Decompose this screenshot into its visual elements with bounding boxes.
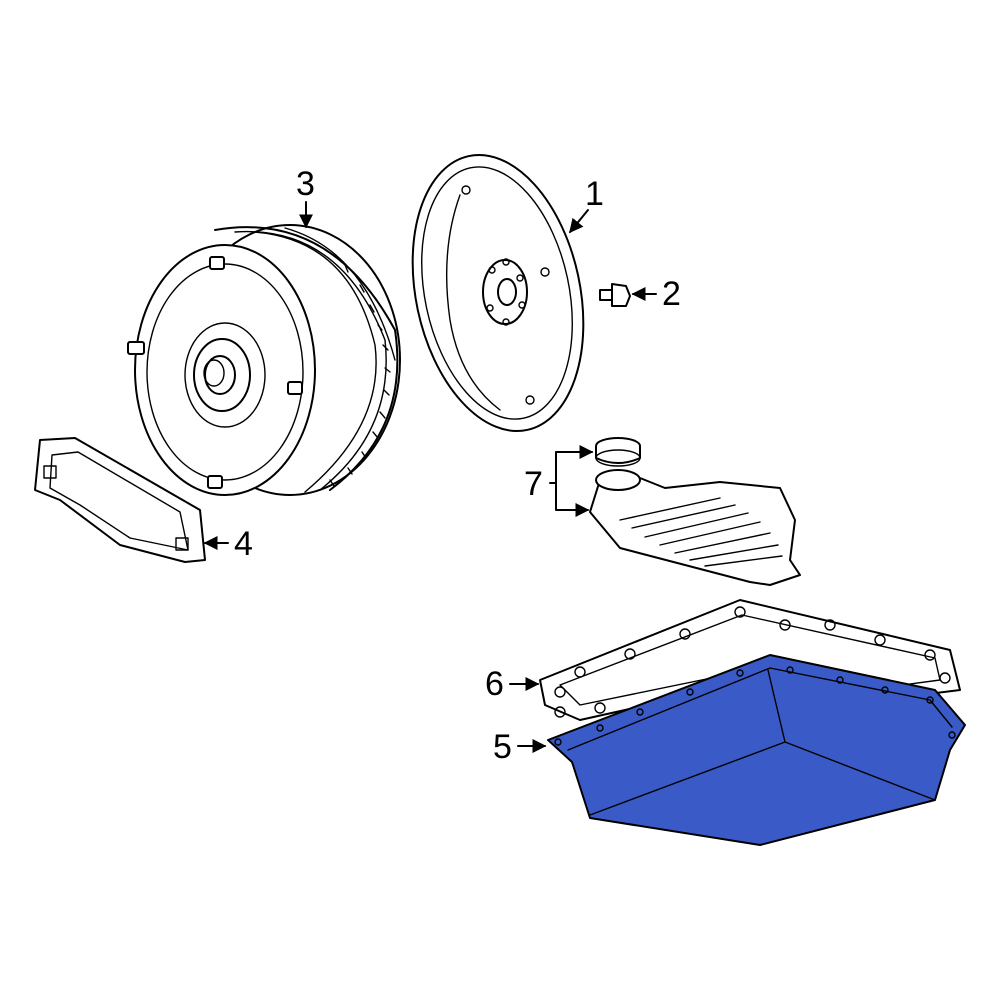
torque-converter[interactable] xyxy=(127,224,401,496)
pan-body xyxy=(547,654,966,846)
filter[interactable] xyxy=(589,469,801,586)
callout-label-7: 7 xyxy=(524,465,543,503)
callout-label-1: 1 xyxy=(585,175,604,213)
bolt[interactable] xyxy=(599,283,631,307)
callout-3: 3 xyxy=(296,165,315,229)
callout-label-4: 4 xyxy=(234,525,253,563)
flexplate[interactable] xyxy=(389,139,608,447)
callout-label-6: 6 xyxy=(485,665,504,703)
callout-7: 7 xyxy=(524,445,594,517)
transmission-pan[interactable] xyxy=(547,654,966,846)
callout-4: 4 xyxy=(203,525,253,563)
seal-plate[interactable] xyxy=(34,437,206,563)
callout-label-2: 2 xyxy=(662,275,681,313)
callout-label-5: 5 xyxy=(493,728,512,766)
callout-5: 5 xyxy=(493,728,547,766)
callout-label-3: 3 xyxy=(296,165,315,203)
callout-2: 2 xyxy=(631,275,681,313)
callout-1: 1 xyxy=(569,175,604,234)
filter-seal[interactable] xyxy=(595,437,641,467)
callout-6: 6 xyxy=(485,665,540,703)
